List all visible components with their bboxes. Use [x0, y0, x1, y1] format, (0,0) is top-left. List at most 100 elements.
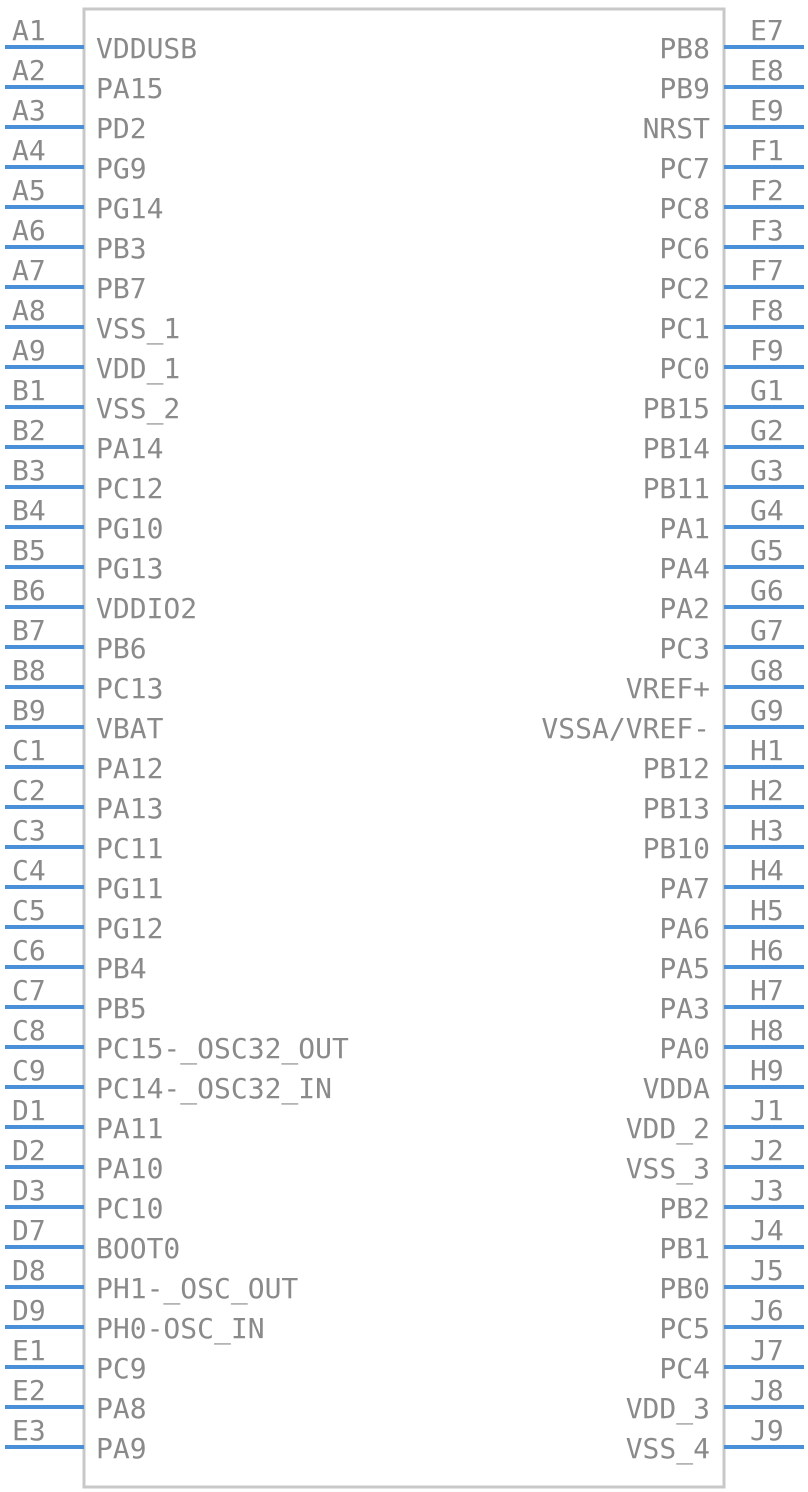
pin-name: PB1	[659, 1232, 710, 1265]
pin-number: H5	[750, 894, 784, 927]
pin-number: D1	[12, 1094, 46, 1127]
pin-number: D3	[12, 1174, 46, 1207]
pin-name: PB13	[643, 792, 710, 825]
pin-name: PC7	[659, 152, 710, 185]
pin-number: C4	[12, 854, 46, 887]
pin-name: PC3	[659, 632, 710, 665]
left-pin-group: A1VDDUSBA2PA15A3PD2A4PG9A5PG14A6PB3A7PB7…	[5, 14, 349, 1465]
pin-number: D2	[12, 1134, 46, 1167]
pin-number: F1	[750, 134, 784, 167]
pin-number: B6	[12, 574, 46, 607]
pin-number: J3	[750, 1174, 784, 1207]
pin-number: J6	[750, 1294, 784, 1327]
pin-number: B3	[12, 454, 46, 487]
pin-number: J8	[750, 1374, 784, 1407]
pin-name: PG13	[96, 552, 163, 585]
pin-name: PB12	[643, 752, 710, 785]
pin-name: PG11	[96, 872, 163, 905]
pin-number: G8	[750, 654, 784, 687]
pin-name: PC0	[659, 352, 710, 385]
pin-number: F7	[750, 254, 784, 287]
pin-number: C2	[12, 774, 46, 807]
pin-name: VSS_4	[626, 1432, 710, 1466]
pin-number: C1	[12, 734, 46, 767]
pin-name: PA10	[96, 1152, 163, 1185]
pin-number: J7	[750, 1334, 784, 1367]
pin-name: PB11	[643, 472, 710, 505]
pin-number: G5	[750, 534, 784, 567]
pin-number: D8	[12, 1254, 46, 1287]
pin-name: PB3	[96, 232, 147, 265]
pin-name: VSS_1	[96, 312, 180, 346]
pin-number: E3	[12, 1414, 46, 1447]
pin-name: PA12	[96, 752, 163, 785]
pin-number: G4	[750, 494, 784, 527]
pin-name: PB4	[96, 952, 147, 985]
pin-number: H8	[750, 1014, 784, 1047]
pin-number: D7	[12, 1214, 46, 1247]
pin-number: A8	[12, 294, 46, 327]
pin-name: VREF+	[626, 672, 710, 705]
pin-name: VDDUSB	[96, 32, 197, 65]
pin-name: PH0-OSC_IN	[96, 1312, 265, 1346]
pin-name: PG10	[96, 512, 163, 545]
pin-name: PC13	[96, 672, 163, 705]
pin-number: A6	[12, 214, 46, 247]
pin-name: PB6	[96, 632, 147, 665]
pin-number: G7	[750, 614, 784, 647]
pin-number: C7	[12, 974, 46, 1007]
pin-name: VSS_2	[96, 392, 180, 426]
pin-name: PC12	[96, 472, 163, 505]
pin-number: D9	[12, 1294, 46, 1327]
pin-name: PB15	[643, 392, 710, 425]
pin-name: PB5	[96, 992, 147, 1025]
pin-number: E9	[750, 94, 784, 127]
pin-name: PB8	[659, 32, 710, 65]
pin-number: G3	[750, 454, 784, 487]
pin-name: VSSA/VREF-	[541, 712, 710, 745]
pin-number: G2	[750, 414, 784, 447]
pin-name: PA0	[659, 1032, 710, 1065]
pin-number: J9	[750, 1414, 784, 1447]
pin-number: C5	[12, 894, 46, 927]
